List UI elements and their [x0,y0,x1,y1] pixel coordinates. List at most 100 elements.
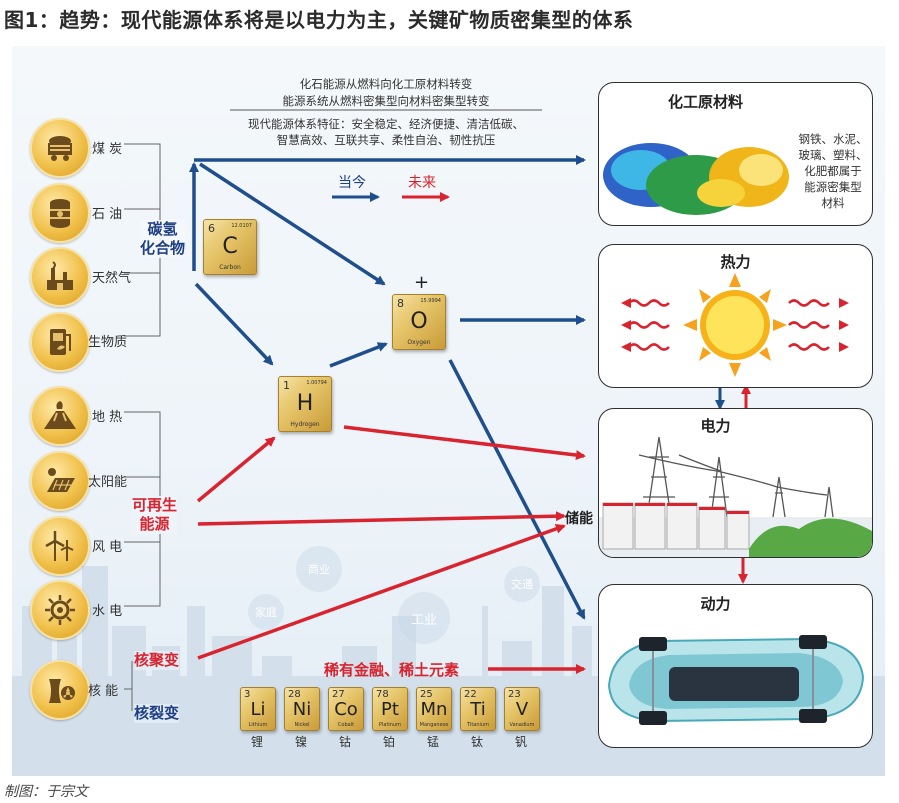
element-number: 28 [288,689,301,700]
biomass-station-icon [30,312,90,372]
mineral-tile-co: 27 Co Cobalt [328,687,364,731]
output-title-heat: 热力 [720,253,751,271]
top-text-line1: 化石能源从燃料向化工原材料转变 [299,77,473,91]
legend-future: 未来 [408,175,436,191]
element-symbol: V [515,699,529,720]
top-text-line3: 现代能源体系特征：安全稳定、经济便捷、清洁低碳、 [248,117,524,131]
bg-word-home: 家庭 [248,594,284,630]
source-label-biomass: 生物质 [88,335,128,350]
mineral-cn-co: 钴 [338,735,351,749]
element-symbol: H [296,391,314,416]
oil-barrel-icon [30,183,90,243]
mineral-tile-v: 23 V Vanadium [504,687,540,731]
element-symbol: Mn [420,699,448,720]
element-number: 23 [508,689,521,700]
diagram-panel: 商业 家庭 工业 交通 [12,46,885,776]
element-name: Vanadium [509,722,535,728]
minerals-label: 稀有金融、稀土元素 [324,661,460,679]
element-symbol: Co [334,699,358,720]
nuclear-plant-icon [30,660,90,720]
element-tile-carbon: 6 12.0107 C Carbon [203,219,257,275]
sun-heat-image [621,273,849,377]
hydro-turbine-icon [30,580,90,640]
element-number: 1 [283,379,290,392]
mineral-tile-ni: 28 Ni Nickel [284,687,320,731]
group-label-fission: 核裂变 [134,704,180,723]
element-name: Carbon [219,264,241,271]
element-number: 8 [397,297,404,310]
source-label-geothermal: 地 热 [92,410,123,425]
element-number: 78 [376,689,389,700]
source-label-gas: 天然气 [92,271,132,286]
element-symbol: Li [250,699,266,720]
figure-title: 图1：趋势：现代能源体系将是以电力为主，关键矿物质密集型的体系 [4,8,634,32]
element-symbol: Ni [292,699,312,720]
element-name: Hydrogen [290,421,320,428]
element-tile-hydrogen: 1 1.00794 H Hydrogen [278,376,332,432]
element-number: 6 [208,222,215,235]
bg-word-industry: 工业 [398,592,450,644]
mineral-tile-li: 3 Li Lithium [240,687,276,731]
source-label-wind: 风 电 [92,540,123,555]
element-symbol: Ti [470,699,486,720]
source-label-coal: 煤 炭 [92,142,123,157]
mineral-tile-ti: 22 Ti Titanium [460,687,496,731]
group-label-renewable: 可再生 能源 [132,496,178,534]
top-text-line4: 智慧高效、互联共享、柔性自治、韧性抗压 [276,133,496,147]
element-mass: 1.00794 [306,380,327,386]
plastic-pellets-image [603,143,789,215]
element-name: Nickel [294,722,310,728]
element-number: 25 [420,689,433,700]
output-box-chemical-materials: 化工原材料 钢铁、水泥、 玻璃、塑料、 化肥都属于 能源密集型 材料 [598,82,873,226]
element-mass: 12.0107 [231,223,252,229]
figure-credit: 制图：于宗文 [4,784,88,800]
chemical-description: 钢铁、水泥、 玻璃、塑料、 化肥都属于 能源密集型 材料 [798,132,868,210]
top-text-line2: 能源系统从燃料密集型向材料密集型转变 [282,94,490,108]
mineral-cn-ni: 镍 [294,735,307,749]
output-box-electricity: 电力 [598,408,873,558]
group-label-fusion: 核聚变 [134,651,180,670]
gas-plant-icon [30,247,90,307]
bg-word-commerce: 商业 [296,546,342,592]
element-number: 22 [464,689,477,700]
element-name: Manganese [419,722,449,728]
output-title-power: 电力 [700,417,731,435]
wind-turbine-icon [30,516,90,576]
source-label-hydro: 水 电 [92,604,123,619]
mineral-cn-mn: 锰 [426,735,439,749]
coal-cart-icon [30,118,90,178]
element-symbol: O [410,309,428,334]
output-box-heat: 热力 [598,244,873,388]
element-number: 3 [244,689,251,700]
mineral-cn-li: 锂 [250,735,263,749]
mineral-tile-pt: 78 Pt Platinum [372,687,408,731]
source-label-oil: 石 油 [92,207,123,222]
electric-car-image [607,635,865,725]
output-title-motion: 动力 [700,595,731,613]
element-name: Cobalt [337,722,355,728]
output-title-chemical: 化工原材料 [667,93,743,111]
element-mass: 15.9994 [420,298,441,304]
element-name: Oxygen [407,339,431,346]
group-label-hydrocarbon: 碳氢 化合物 [140,220,186,258]
mineral-cn-pt: 铂 [382,735,395,749]
bg-word-transport: 交通 [504,566,540,602]
element-name: Lithium [248,722,268,728]
power-grid-image [599,437,872,557]
element-number: 27 [332,689,345,700]
solar-panel-icon [30,451,90,511]
output-box-motion: 动力 [598,584,873,748]
mineral-tile-mn: 25 Mn Manganese [416,687,452,731]
element-symbol: C [222,234,238,259]
element-tile-oxygen: 8 15.9994 O Oxygen [392,294,446,350]
oxygen-plus-sign: + [414,272,430,293]
storage-label: 储能 [565,511,593,527]
source-label-nuclear: 核 能 [88,684,119,699]
source-label-solar: 太阳能 [88,475,128,490]
element-name: Titanium [467,722,489,728]
legend-current: 当今 [338,175,366,191]
mineral-cn-ti: 钛 [470,735,483,749]
element-symbol: Pt [381,699,399,720]
volcano-icon [30,386,90,446]
mineral-cn-v: 钒 [514,735,527,749]
